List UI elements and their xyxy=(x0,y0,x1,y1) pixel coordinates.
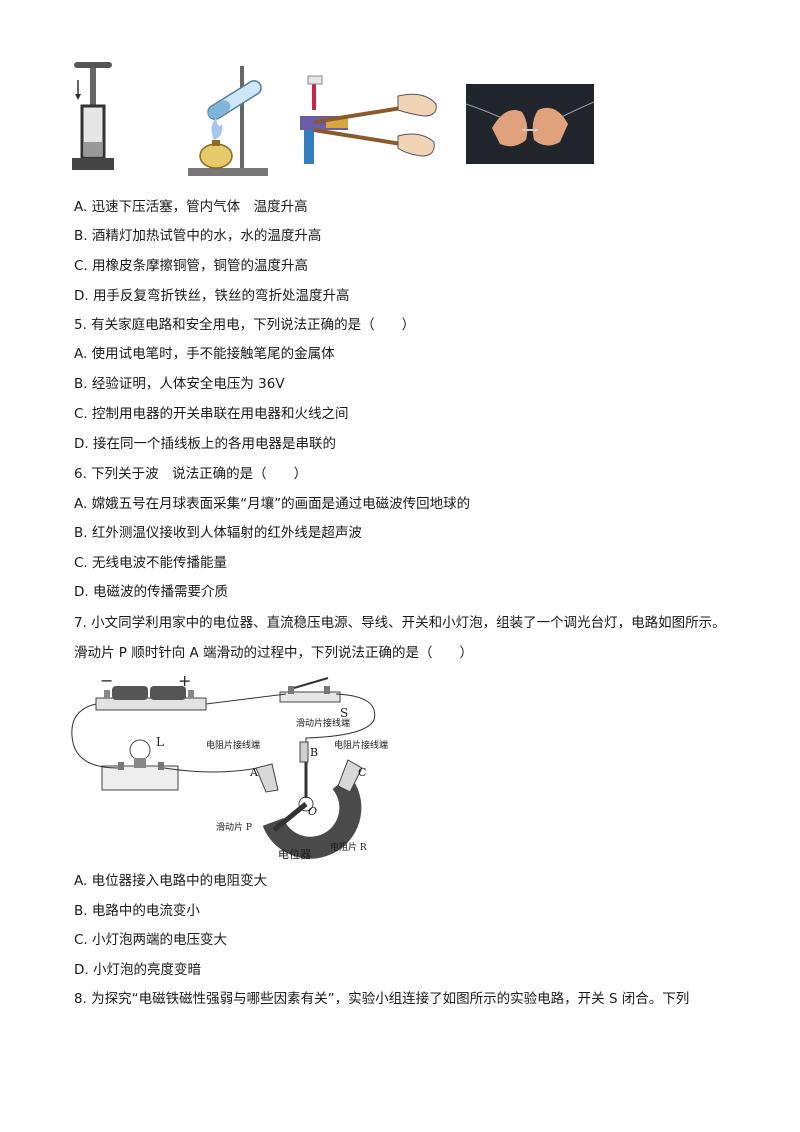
switch xyxy=(279,677,341,703)
lamp xyxy=(101,739,179,791)
slider-terminal-label: 滑动片接线端 xyxy=(296,717,350,729)
terminal-b-label: B xyxy=(310,746,318,759)
battery-plus-label: + xyxy=(178,672,191,690)
q6-option-b: B. 红外测温仪接收到人体辐射的红外线是超声波 xyxy=(74,525,362,541)
figure-potentiometer-circuit: − + S L 滑动片接线端 电阻片接线端 电阻片接线端 A B C O 滑动片… xyxy=(71,672,388,861)
potentiometer xyxy=(255,741,363,859)
resistor-terminal-left-label: 电阻片接线端 xyxy=(206,739,260,751)
q4-option-c: C. 用橡皮条摩擦铜管，铜管的温度升高 xyxy=(74,258,309,274)
q7-option-c: C. 小灯泡两端的电压变大 xyxy=(74,932,228,948)
q4-option-b: B. 酒精灯加热试管中的水，水的温度升高 xyxy=(74,228,322,244)
q7-option-a: A. 电位器接入电路中的电阻变大 xyxy=(74,873,268,889)
q8-stem: 8. 为探究“电磁铁磁性强弱与哪些因素有关”，实验小组连接了如图所示的实验电路，… xyxy=(74,991,690,1007)
lamp-label: L xyxy=(156,735,164,749)
figure-rubbing-copper-tube xyxy=(300,75,437,164)
battery-minus-label: − xyxy=(100,672,113,690)
q5-option-d: D. 接在同一个插线板上的各用电器是串联的 xyxy=(74,436,336,452)
terminal-a-label: A xyxy=(249,766,259,779)
q6-option-a: A. 嫦娥五号在月球表面采集“月壤”的画面是通过电磁波传回地球的 xyxy=(74,496,471,512)
resistor-terminal-right-label: 电阻片接线端 xyxy=(334,739,388,751)
q6-option-d: D. 电磁波的传播需要介质 xyxy=(74,584,228,600)
q7-option-b: B. 电路中的电流变小 xyxy=(74,903,200,919)
q4-option-d: D. 用手反复弯折铁丝，铁丝的弯折处温度升高 xyxy=(74,288,350,304)
potentiometer-label: 电位器 xyxy=(278,847,311,861)
resistor-label: 电阻片 R xyxy=(330,841,367,853)
pivot-o-label: O xyxy=(308,805,317,818)
figure-alcohol-lamp-test-tube xyxy=(188,66,268,176)
q7-option-d: D. 小灯泡的亮度变暗 xyxy=(74,962,201,978)
q6-option-c: C. 无线电波不能传播能量 xyxy=(74,555,228,571)
q4-option-a: A. 迅速下压活塞，管内气体 温度升高 xyxy=(74,199,308,215)
terminal-c-label: C xyxy=(358,766,366,779)
q5-stem: 5. 有关家庭电路和安全用电，下列说法正确的是（ ） xyxy=(74,317,416,333)
figure-bending-wire xyxy=(466,84,594,164)
q5-option-a: A. 使用试电笔时，手不能接触笔尾的金属体 xyxy=(74,346,335,362)
q5-option-b: B. 经验证明，人体安全电压为 36V xyxy=(74,376,285,392)
slider-label: 滑动片 P xyxy=(216,821,252,833)
q5-option-c: C. 控制用电器的开关串联在用电器和火线之间 xyxy=(74,406,349,422)
q6-stem: 6. 下列关于波 说法正确的是（ ） xyxy=(74,466,308,482)
switch-label: S xyxy=(340,706,348,720)
figure-compression-syringe xyxy=(72,62,114,170)
q7-stem: 7. 小文同学利用家中的电位器、直流稳压电源、导线、开关和小灯泡，组装了一个调光… xyxy=(74,615,726,661)
